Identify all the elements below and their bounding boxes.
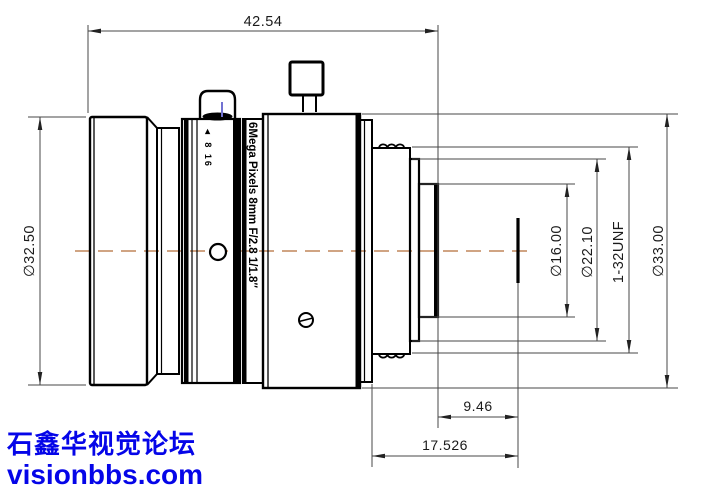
barrel-edge-right xyxy=(355,114,360,388)
ring-groove-right xyxy=(233,119,239,383)
spec-ring-edge xyxy=(243,119,247,383)
lock-knob xyxy=(288,60,325,97)
dim-total-length-text: 42.54 xyxy=(244,14,283,30)
dim-barrel-diameter: ∅33.00 xyxy=(651,114,670,388)
front-barrel xyxy=(88,115,158,387)
dim-flange-focal-distance: 17.526 xyxy=(372,437,518,459)
dim-rear-step-diameter-text: ∅22.10 xyxy=(580,226,596,278)
lens-spec-label: 6Mega Pixels 8mm F/2.8 1/1.8″ xyxy=(246,122,258,288)
rear-tube-edge xyxy=(434,184,438,317)
ring-groove-left xyxy=(184,119,189,383)
watermark-chinese: 石鑫华视觉论坛 xyxy=(6,429,196,459)
watermark-url: visionbbs.com xyxy=(7,459,203,489)
dim-tube-to-image-plane: 9.46 xyxy=(438,398,518,420)
dim-barrel-diameter-text: ∅33.00 xyxy=(651,225,667,277)
thread-crests-top xyxy=(378,143,406,149)
dim-front-diameter-text: ∅32.50 xyxy=(22,225,38,277)
dim-mount-thread: 1-32UNF xyxy=(611,147,632,353)
knob-base xyxy=(202,112,233,121)
iris-ring: ◄ 8 16 xyxy=(180,89,242,385)
lens-body: ◄ 8 16 6Mega Pixels 8mm F/2.8 1/1.8″ xyxy=(88,60,520,390)
ring-set-screw xyxy=(208,242,228,262)
extension-lines xyxy=(28,25,678,468)
watermark: 石鑫华视觉论坛 visionbbs.com xyxy=(6,429,203,489)
iris-scale-label: ◄ 8 16 xyxy=(203,127,213,168)
dome-knob xyxy=(198,89,237,119)
dim-rear-tube-diameter-text: ∅16.00 xyxy=(549,225,565,277)
step-section xyxy=(156,127,180,375)
dim-front-diameter: ∅32.50 xyxy=(22,117,43,385)
dim-total-length: 42.54 xyxy=(88,14,438,34)
thread-crests-bottom xyxy=(378,353,406,359)
main-barrel xyxy=(261,60,362,390)
dimensions: 42.54 ∅32.50 ∅16.00 ∅22.10 1 xyxy=(22,14,678,468)
dim-mount-thread-text: 1-32UNF xyxy=(611,221,627,283)
barrel-screw-slot xyxy=(298,317,314,323)
dim-flange-focal-distance-text: 17.526 xyxy=(422,437,468,453)
rear-step-ring xyxy=(408,157,421,343)
dim-rear-tube-diameter: ∅16.00 xyxy=(549,184,570,317)
dim-rear-step-diameter: ∅22.10 xyxy=(580,159,600,341)
dim-tube-to-image-plane-text: 9.46 xyxy=(463,398,492,414)
